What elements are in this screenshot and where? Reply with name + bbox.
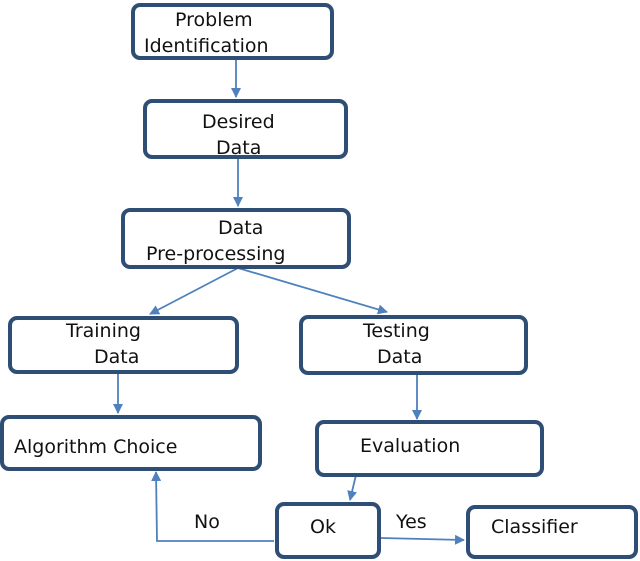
no-edge-label: No (194, 511, 220, 533)
training-data-line2: Data (94, 346, 140, 368)
classifier-label: Classifier (491, 516, 578, 538)
data-preprocessing-line1: Data (218, 217, 264, 239)
arrow-preprocessing-to-testing (237, 267, 388, 315)
arrow-evaluation-to-ok (347, 474, 357, 501)
data-preprocessing-line2: Pre-processing (146, 243, 286, 265)
evaluation-box: Evaluation (315, 420, 544, 477)
testing-data-box: Testing Data (299, 315, 528, 375)
problem-identification-box: Problem Identification (131, 3, 334, 60)
classifier-box: Classifier (466, 505, 638, 559)
ok-decision-box: Ok (275, 502, 381, 559)
desired-data-box: Desired Data (143, 99, 348, 159)
arrow-ok-yes-to-classifier (379, 534, 465, 545)
training-data-line1: Training (66, 320, 141, 342)
algorithm-choice-box: Algorithm Choice (0, 415, 262, 471)
testing-data-line2: Data (377, 346, 423, 368)
problem-identification-line2: Identification (144, 35, 269, 57)
data-preprocessing-box: Data Pre-processing (121, 208, 351, 269)
arrow-preprocessing-to-training (149, 267, 239, 315)
desired-data-line2: Data (216, 137, 262, 159)
arrow-ok-no-to-algorithm (151, 471, 274, 542)
algorithm-choice-label: Algorithm Choice (14, 436, 178, 458)
ok-label: Ok (310, 516, 336, 538)
problem-identification-line1: Problem (175, 9, 253, 31)
testing-data-line1: Testing (363, 320, 430, 342)
training-data-box: Training Data (8, 316, 239, 374)
evaluation-label: Evaluation (360, 435, 461, 457)
yes-edge-label: Yes (396, 511, 427, 533)
desired-data-line1: Desired (202, 111, 275, 133)
